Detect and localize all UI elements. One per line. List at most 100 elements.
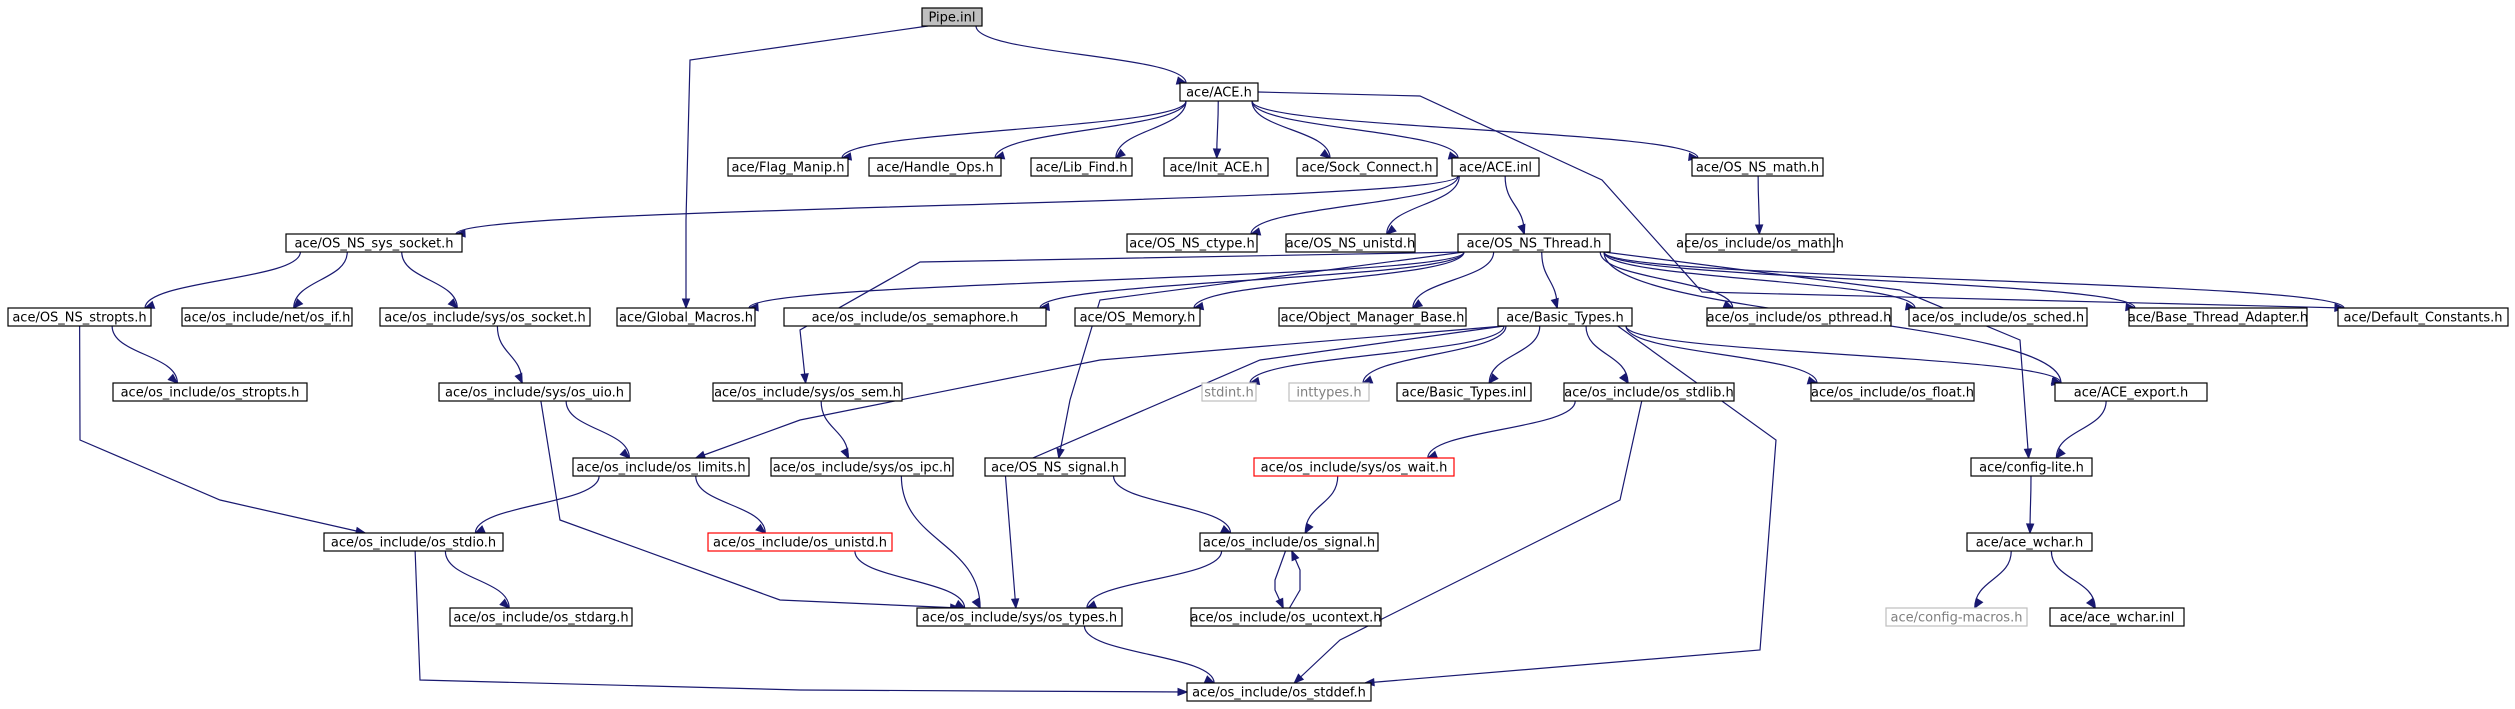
edge-ace_h-to-osmath [1251,100,1699,159]
node-btadapter[interactable]: ace/Base_Thread_Adapter.h [2128,307,2308,327]
node-systypes[interactable]: ace/os_include/sys/os_types.h [916,607,1123,627]
node-box [379,307,591,327]
node-box [1126,233,1258,253]
edge-arrowhead [2023,448,2033,460]
node-ace_h[interactable]: ace/ACE.h [1179,82,1259,102]
node-basictypes[interactable]: ace/Basic_Types.h [1497,307,1633,327]
edge-arrowhead [1411,299,1424,309]
node-aceexport[interactable]: ace/ACE_export.h [2054,382,2208,402]
node-box [727,157,849,177]
edge-basictypes-to-stddef [1364,325,1777,684]
node-osmath[interactable]: ace/OS_NS_math.h [1691,157,1824,177]
edge-basictypes-to-aceexport [1625,325,2062,384]
edge-arrowhead [755,523,767,534]
node-osincmath[interactable]: ace/os_include/os_math.h [1676,233,1844,253]
edge-arrowhead [1517,223,1526,236]
node-sysipc[interactable]: ace/os_include/sys/os_ipc.h [770,457,954,477]
node-syssocketh[interactable]: ace/os_include/sys/os_socket.h [379,307,591,327]
node-label: ace/Init_ACE.h [1169,161,1262,176]
node-label: ace/OS_NS_ctype.h [1129,237,1255,252]
node-box [323,532,504,552]
node-limits[interactable]: ace/os_include/os_limits.h [572,457,750,477]
edge-thread-to-defconst [1603,251,2345,309]
node-label: ace/os_include/sys/os_sem.h [714,386,901,401]
node-syssem[interactable]: ace/os_include/sys/os_sem.h [712,382,903,402]
edge-pipe-to-globalmacros [685,25,929,308]
node-label: ace/ACE.h [1186,86,1252,101]
node-sockconn[interactable]: ace/Sock_Connect.h [1296,157,1438,177]
node-label: ace/os_include/os_stdarg.h [453,611,628,626]
node-syssock[interactable]: ace/OS_NS_sys_socket.h [285,233,463,253]
edge-ossignal-to-ucontext [1274,550,1287,609]
node-unistd[interactable]: ace/OS_NS_unistd.h [1285,233,1416,253]
edge-thread-to-configlite [1603,251,2030,459]
node-label: stdint.h [1204,386,1253,401]
node-libfind[interactable]: ace/Lib_Find.h [1030,157,1133,177]
edge-aceexport-to-configlite [2055,400,2107,459]
node-ossignal[interactable]: ace/os_include/os_signal.h [1199,532,1379,552]
node-thread[interactable]: ace/OS_NS_Thread.h [1457,233,1611,253]
node-label: ace/os_include/os_stddef.h [1192,686,1366,701]
edge-signalh-to-ossignal [1112,475,1232,534]
node-configmacros: ace/config-macros.h [1885,607,2028,627]
node-box [1706,307,1892,327]
node-signalh[interactable]: ace/OS_NS_signal.h [984,457,1126,477]
node-acewchar[interactable]: ace/ace_wchar.h [1966,532,2093,552]
node-stdarg[interactable]: ace/os_include/os_stdarg.h [449,607,633,627]
node-btinl[interactable]: ace/Basic_Types.inl [1396,382,1532,402]
node-box [1885,607,2028,627]
node-label: ace/os_include/os_math.h [1676,237,1844,252]
node-ace_inl[interactable]: ace/ACE.inl [1451,157,1540,177]
node-osmemory[interactable]: ace/OS_Memory.h [1074,307,1201,327]
node-initace[interactable]: ace/Init_ACE.h [1163,157,1269,177]
node-sched[interactable]: ace/os_include/os_sched.h [1908,307,2088,327]
node-defconst[interactable]: ace/Default_Constants.h [2337,307,2509,327]
edge-arrowhead [1488,373,1499,385]
edge-syssock-to-syssocketh [401,251,458,309]
node-box [2054,382,2208,402]
edge-arrowhead [499,598,511,609]
node-box [1296,157,1438,177]
node-flag[interactable]: ace/Flag_Manip.h [727,157,849,177]
node-float[interactable]: ace/os_include/os_float.h [1810,382,1975,402]
edge-thread-to-globalmacros [748,251,1465,309]
node-box [1810,382,1975,402]
edge-arrowhead [1618,372,1629,385]
node-box [1030,157,1133,177]
node-label: ace/os_include/net/os_if.h [184,311,351,326]
edge-ace_h-to-handle [994,100,1187,159]
node-pipe[interactable]: Pipe.inl [921,7,983,27]
node-globalmacros[interactable]: ace/Global_Macros.h [616,307,756,327]
node-wcharinl[interactable]: ace/ace_wchar.inl [2049,607,2185,627]
node-osstropts[interactable]: ace/os_include/os_stropts.h [112,382,308,402]
edge-basictypes-to-stdlib [1585,325,1629,384]
edge-arrowhead [1010,598,1020,610]
node-ctype[interactable]: ace/OS_NS_ctype.h [1126,233,1258,253]
edge-arrowhead [1754,224,1764,236]
node-netif[interactable]: ace/os_include/net/os_if.h [181,307,353,327]
node-pthread[interactable]: ace/os_include/os_pthread.h [1706,307,1892,327]
node-box [1966,532,2093,552]
node-box [868,157,1002,177]
node-objmgr[interactable]: ace/Object_Manager_Base.h [1278,307,1467,327]
node-box [1563,382,1735,402]
node-stdlib[interactable]: ace/os_include/os_stdlib.h [1563,382,1735,402]
node-stddef[interactable]: ace/os_include/os_stddef.h [1186,682,1372,702]
edge-ace_inl-to-unistd [1386,175,1460,235]
node-label: ace/Lib_Find.h [1035,161,1127,176]
node-ucontext[interactable]: ace/os_include/os_ucontext.h [1190,607,1382,627]
node-configlite[interactable]: ace/config-lite.h [1970,457,2093,477]
node-label: ace/Basic_Types.inl [1402,386,1527,401]
edge-limits-to-stdio [474,475,600,534]
node-box [707,532,893,552]
edge-arrowhead [1056,447,1065,460]
node-sysuio[interactable]: ace/os_include/sys/os_uio.h [438,382,631,402]
node-handle[interactable]: ace/Handle_Ops.h [868,157,1002,177]
edge-arrowhead [447,298,459,309]
node-label: ace/ACE.inl [1459,161,1532,176]
node-stropts[interactable]: ace/OS_NS_stropts.h [7,307,152,327]
node-stdio[interactable]: ace/os_include/os_stdio.h [323,532,504,552]
edge-arrowhead [1304,522,1314,535]
node-semaphore[interactable]: ace/os_include/os_semaphore.h [783,307,1047,327]
